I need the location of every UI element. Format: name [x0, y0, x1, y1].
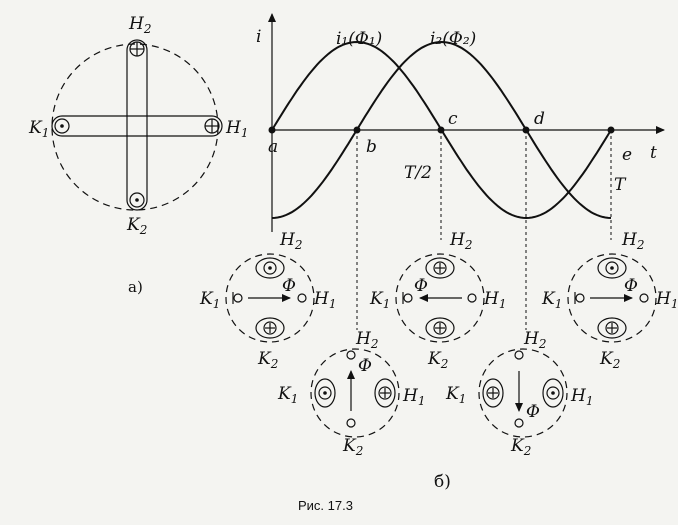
curve1-label: i₁(Φ₁) — [336, 29, 382, 49]
point-a-label: a — [268, 137, 278, 157]
label-k1: K1 — [541, 289, 562, 311]
h1-terminal-icon — [639, 293, 649, 303]
flux-label: Φ — [282, 276, 296, 296]
label-k2: K2 — [599, 349, 620, 371]
flux-label: Φ — [624, 276, 638, 296]
upper-coil-icon — [597, 257, 627, 279]
flux-label: Φ — [414, 276, 428, 296]
label-k1: K1 — [369, 289, 390, 311]
label-h2: H2 — [355, 329, 378, 351]
coil-k1-h1 — [51, 115, 223, 137]
curve-i2 — [271, 40, 612, 219]
label-h2: H2 — [128, 14, 151, 36]
k1-terminal-icon — [575, 293, 585, 303]
lower-coil-icon — [425, 317, 455, 339]
label-k1: K1 — [199, 289, 220, 311]
k2-terminal-icon — [514, 418, 524, 428]
label-h1: H1 — [225, 118, 248, 140]
left-coil-icon — [482, 378, 504, 408]
right-coil-icon — [542, 378, 564, 408]
label-h1: H1 — [313, 289, 336, 311]
label-h2: H2 — [523, 329, 546, 351]
stator-diagram-a: H2 K1 H1 K2 а) — [28, 14, 248, 296]
period-label: T — [614, 175, 627, 195]
label-h1: H1 — [483, 289, 506, 311]
label-h2: H2 — [449, 230, 472, 252]
label-k2: K2 — [510, 436, 531, 458]
right-coil-icon — [374, 378, 396, 408]
axis-i-label: i — [256, 27, 261, 47]
upper-coil-icon — [255, 257, 285, 279]
curve2-label: i₂(Φ₂) — [430, 29, 476, 49]
label-k1: K1 — [445, 384, 466, 406]
current-graph: i t i₁(Φ₁) i₂(Φ₂) a b c d e T/2 T — [256, 13, 665, 232]
h1-cross-icon — [204, 118, 220, 134]
stator-dashed-circle — [51, 43, 219, 211]
label-h1: H1 — [402, 386, 425, 408]
label-k1: K1 — [277, 384, 298, 406]
projection-lines — [356, 130, 612, 330]
point-c-label: c — [448, 109, 458, 129]
lower-coil-icon — [255, 317, 285, 339]
label-k2: K2 — [126, 215, 147, 237]
k2-dot-icon — [129, 192, 145, 208]
label-k2: K2 — [342, 436, 363, 458]
h2-terminal-icon — [346, 350, 356, 360]
h2-cross-icon — [129, 41, 145, 57]
h1-terminal-icon — [467, 293, 477, 303]
coil-h2-k2 — [126, 39, 148, 211]
h1-terminal-icon — [297, 293, 307, 303]
k1-terminal-icon — [233, 293, 243, 303]
point-e-label: e — [622, 145, 632, 165]
label-k2: K2 — [427, 349, 448, 371]
point-b-label: b — [366, 137, 377, 157]
figure-caption: Рис. 17.3 — [298, 498, 353, 513]
k1-dot-icon — [54, 118, 70, 134]
label-h1: H1 — [570, 386, 593, 408]
axis-t-label: t — [650, 143, 657, 163]
upper-coil-icon — [425, 257, 455, 279]
point-a-marker — [268, 126, 276, 134]
state-dashed-circle — [567, 253, 657, 343]
state-dashed-circle — [478, 348, 568, 438]
state-dashed-circle — [310, 348, 400, 438]
k2-terminal-icon — [346, 418, 356, 428]
k1-terminal-icon — [403, 293, 413, 303]
flux-label: Φ — [358, 356, 372, 376]
half-period-label: T/2 — [404, 163, 432, 183]
lower-coil-icon — [597, 317, 627, 339]
state-dashed-circle — [395, 253, 485, 343]
h2-terminal-icon — [514, 350, 524, 360]
label-h2: H2 — [621, 230, 644, 252]
label-h1: H1 — [655, 289, 678, 311]
label-k1: K1 — [28, 118, 49, 140]
label-b-panel: б) — [434, 472, 451, 492]
label-k2: K2 — [257, 349, 278, 371]
label-a-panel: а) — [128, 278, 143, 296]
left-coil-icon — [314, 378, 336, 408]
point-d-label: d — [534, 109, 545, 129]
flux-label: Φ — [526, 402, 540, 422]
state-dashed-circle — [225, 253, 315, 343]
label-h2: H2 — [279, 230, 302, 252]
